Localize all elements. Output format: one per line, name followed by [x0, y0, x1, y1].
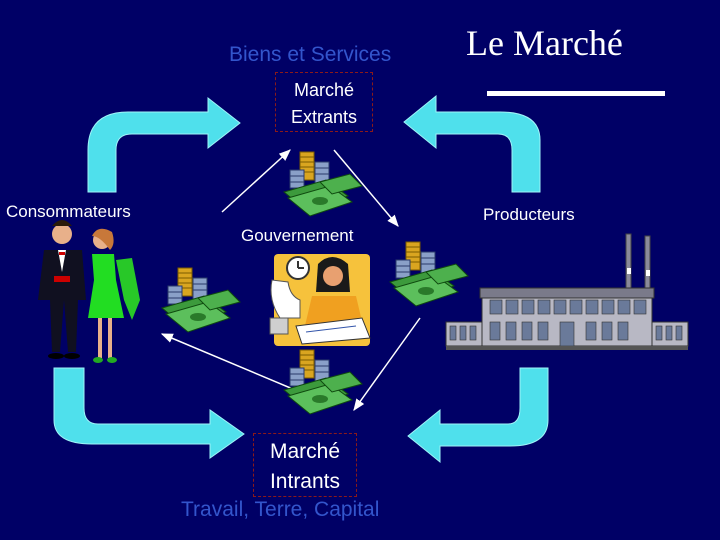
money-icon-right — [389, 241, 469, 307]
consumers-couple-icon — [38, 220, 140, 363]
flow-arrow-bottom-right — [407, 367, 549, 464]
input-market-line1: Marché — [269, 440, 341, 463]
factory-icon — [445, 233, 689, 350]
flow-arrow-top-right — [403, 94, 541, 193]
money-icon-top — [283, 151, 363, 217]
output-market-line2: Extrants — [290, 107, 358, 127]
money-icon-left — [161, 267, 241, 333]
flow-arrow-top-left — [87, 96, 241, 193]
factors-label: Travail, Terre, Capital — [181, 498, 380, 521]
government-label: Gouvernement — [241, 226, 354, 245]
output-market-box: Marché Extrants — [275, 72, 373, 132]
flow-arrow-bottom-left — [53, 367, 245, 459]
government-clerk-icon — [269, 254, 371, 346]
producers-label: Producteurs — [483, 205, 575, 224]
input-market-box: Marché Intrants — [253, 433, 357, 497]
consumers-label: Consommateurs — [6, 202, 131, 221]
title-underline — [487, 91, 665, 96]
slide-title: Le Marché — [466, 23, 623, 63]
output-market-line1: Marché — [293, 80, 355, 100]
goods-services-label: Biens et Services — [229, 43, 392, 66]
money-icon-bottom — [283, 349, 363, 415]
money-flow-arrows — [160, 149, 421, 411]
input-market-line2: Intrants — [269, 470, 341, 493]
